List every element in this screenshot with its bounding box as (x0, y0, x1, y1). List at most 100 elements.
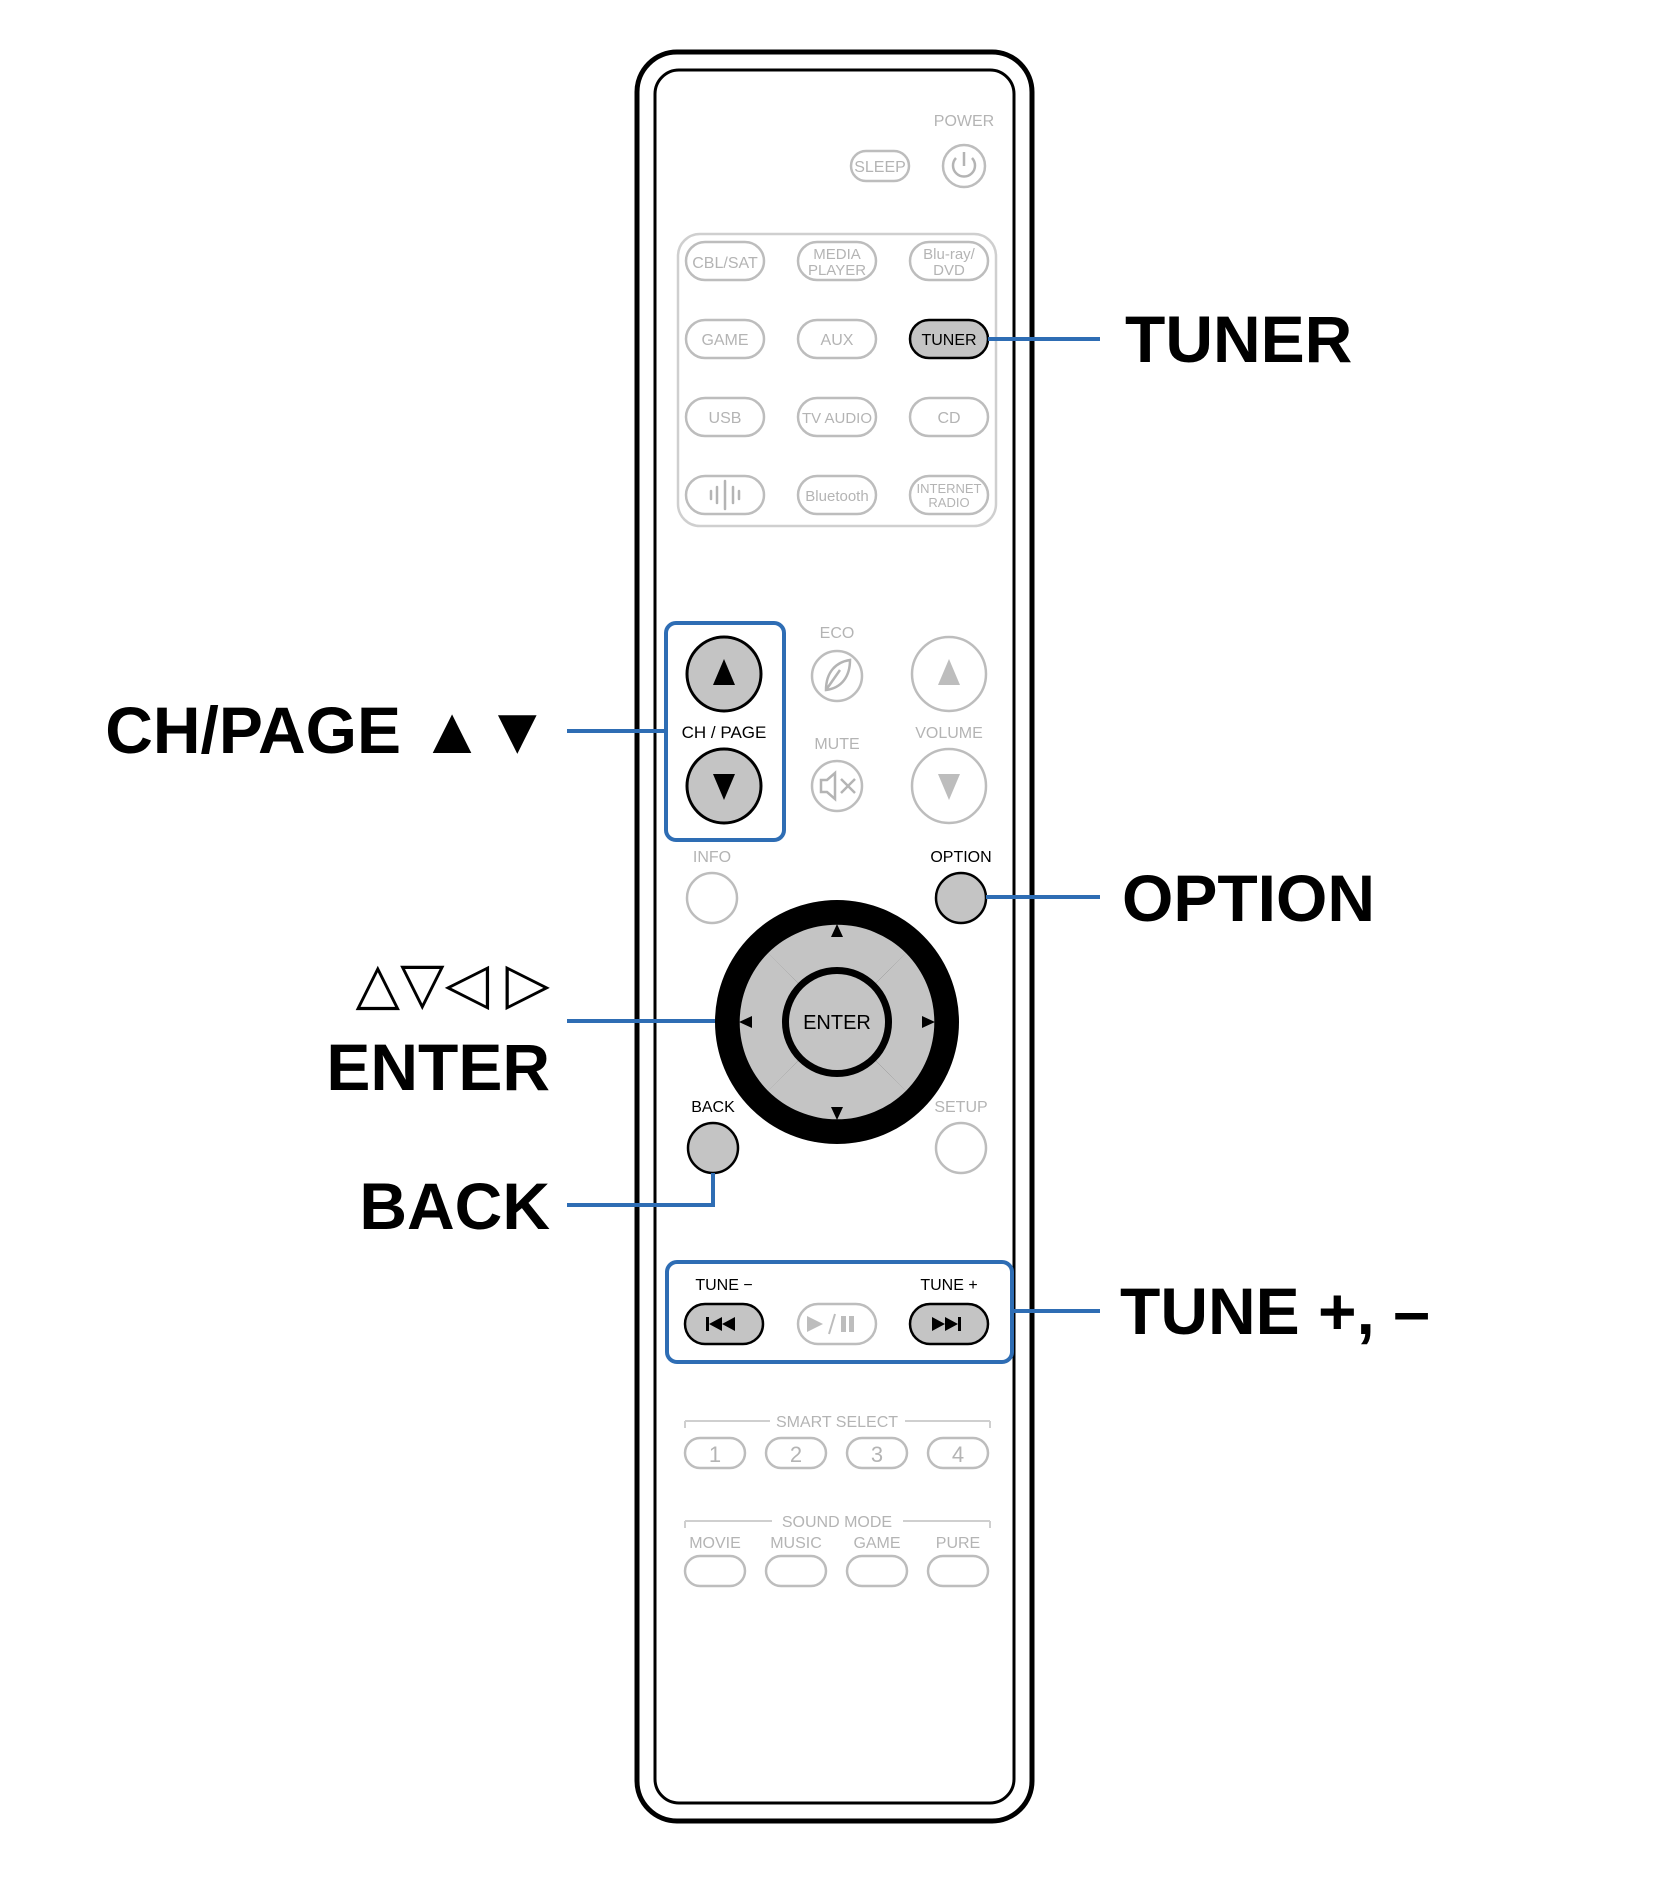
eco-label: ECO (820, 625, 855, 642)
volume-up-icon (938, 659, 960, 685)
sleep-label: SLEEP (854, 159, 906, 176)
volume-down-icon (938, 774, 960, 800)
callout-cursor-arrows: △▽◁ ▷ (355, 951, 550, 1016)
source-label-media-player-1: MEDIA (813, 246, 861, 263)
volume-label: VOLUME (915, 725, 983, 742)
callout-line-back (567, 1173, 715, 1207)
enter-label: ENTER (803, 1012, 871, 1034)
source-button-internet-radio[interactable]: INTERNET RADIO (908, 474, 990, 516)
ch-page-label: CH / PAGE (682, 723, 767, 742)
sound-mode-movie-button[interactable] (683, 1554, 747, 1588)
skip-back-icon (706, 1317, 735, 1331)
callout-option: OPTION (1122, 861, 1375, 935)
cursor-left-button[interactable] (739, 953, 799, 1091)
source-button-aux[interactable]: AUX (796, 318, 878, 360)
play-pause-button[interactable] (796, 1302, 878, 1346)
volume-down-button[interactable] (910, 747, 988, 825)
sound-mode-game-label: GAME (853, 1535, 900, 1552)
source-label-cbl-sat: CBL/SAT (692, 255, 758, 272)
source-label-cd: CD (937, 410, 960, 427)
callout-ch-page: CH/PAGE ▲▼ (105, 693, 550, 767)
sound-mode-pure-button[interactable] (926, 1554, 990, 1588)
sound-mode-pure-label: PURE (936, 1535, 980, 1552)
smart-select-number-2: 2 (790, 1442, 802, 1467)
eco-button[interactable] (810, 649, 864, 703)
source-label-aux: AUX (821, 332, 854, 349)
sound-mode-music-button[interactable] (764, 1554, 828, 1588)
skip-forward-icon (932, 1317, 961, 1331)
source-button-heos[interactable] (684, 474, 766, 516)
tune-minus-button[interactable] (683, 1302, 765, 1346)
ch-page-down-button[interactable] (685, 747, 763, 825)
heos-icon (709, 479, 741, 511)
leaf-icon (824, 658, 852, 692)
cursor-up-button[interactable] (768, 924, 906, 984)
cursor-up-icon (831, 924, 843, 937)
power-icon (951, 152, 977, 178)
source-button-media-player[interactable]: MEDIA PLAYER (796, 240, 878, 282)
cursor-down-button[interactable] (768, 1060, 906, 1120)
option-label: OPTION (930, 849, 991, 866)
volume-up-button[interactable] (910, 635, 988, 713)
smart-select-button-3[interactable]: 3 (845, 1436, 909, 1470)
sound-mode-group: SOUND MODE (684, 1514, 991, 1531)
smart-select-number-4: 4 (952, 1442, 964, 1467)
mute-button[interactable] (810, 759, 864, 813)
setup-label: SETUP (934, 1099, 987, 1116)
callout-back: BACK (359, 1169, 550, 1243)
power-label: POWER (934, 113, 994, 130)
setup-button[interactable] (934, 1121, 988, 1175)
callout-lines (567, 337, 1100, 1313)
tune-plus-button[interactable] (908, 1302, 990, 1346)
source-button-usb[interactable]: USB (684, 396, 766, 438)
smart-select-group: SMART SELECT (684, 1414, 991, 1431)
power-button[interactable] (941, 143, 987, 189)
smart-select-button-4[interactable]: 4 (926, 1436, 990, 1470)
cursor-left-icon (739, 1016, 752, 1028)
source-button-cbl-sat[interactable]: CBL/SAT (684, 240, 766, 282)
mute-icon (819, 770, 856, 802)
sound-mode-music-label: MUSIC (770, 1535, 822, 1552)
source-label-game: GAME (701, 332, 748, 349)
sleep-button[interactable]: SLEEP (849, 149, 911, 183)
source-button-bluetooth[interactable]: Bluetooth (796, 474, 878, 516)
sound-mode-movie-label: MOVIE (689, 1535, 741, 1552)
callout-tuner: TUNER (1125, 302, 1352, 376)
cursor-right-button[interactable] (875, 953, 935, 1091)
cursor-pad: ENTER (715, 900, 959, 1144)
source-label-tv-audio: TV AUDIO (802, 410, 872, 427)
source-button-bluray[interactable]: Blu-ray/ DVD (908, 240, 990, 282)
callout-tune: TUNE +, – (1120, 1274, 1430, 1348)
back-button[interactable] (686, 1121, 740, 1175)
sound-mode-label: SOUND MODE (782, 1514, 892, 1531)
smart-select-button-2[interactable]: 2 (764, 1436, 828, 1470)
source-label-bluetooth: Bluetooth (805, 488, 868, 505)
source-label-internet-radio-1: INTERNET (917, 481, 982, 496)
source-label-tuner: TUNER (921, 332, 976, 349)
source-label-bluray-1: Blu-ray/ (923, 246, 976, 263)
cursor-right-icon (922, 1016, 935, 1028)
info-button[interactable] (685, 871, 739, 925)
source-panel (676, 232, 998, 528)
up-arrow-icon (713, 659, 735, 685)
sound-mode-game-button[interactable] (845, 1554, 909, 1588)
source-button-tuner[interactable]: TUNER (908, 318, 990, 360)
callout-enter: ENTER (326, 1030, 550, 1104)
enter-button[interactable]: ENTER (789, 974, 885, 1070)
option-button[interactable] (934, 871, 988, 925)
tune-plus-label: TUNE + (920, 1277, 977, 1294)
smart-select-number-1: 1 (709, 1442, 721, 1467)
cursor-down-icon (831, 1107, 843, 1120)
play-pause-icon (807, 1313, 854, 1335)
smart-select-number-3: 3 (871, 1442, 883, 1467)
smart-select-label: SMART SELECT (776, 1414, 898, 1431)
source-button-game[interactable]: GAME (684, 318, 766, 360)
source-button-cd[interactable]: CD (908, 396, 990, 438)
down-arrow-icon (713, 774, 735, 800)
smart-select-button-1[interactable]: 1 (683, 1436, 747, 1470)
mute-label: MUTE (814, 736, 859, 753)
info-label: INFO (693, 849, 731, 866)
ch-page-up-button[interactable] (685, 635, 763, 713)
source-button-tv-audio[interactable]: TV AUDIO (796, 396, 878, 438)
